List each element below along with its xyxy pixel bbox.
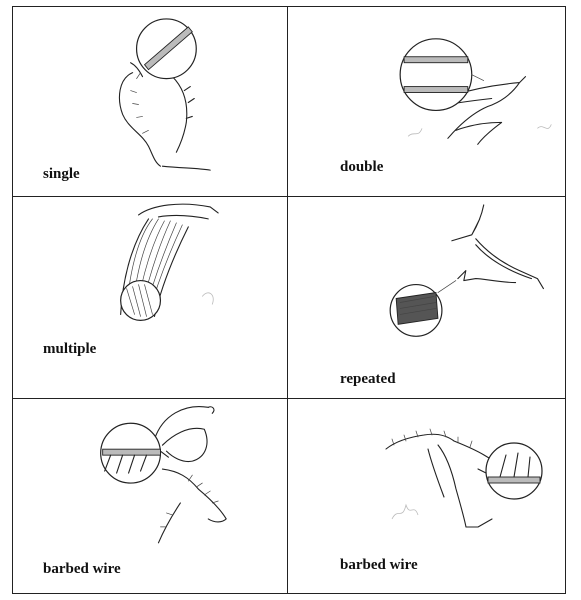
panel-repeated: repeated	[288, 197, 565, 399]
panel-label: barbed wire	[340, 557, 418, 574]
wire-mark-type-grid: single double multiple	[12, 6, 566, 594]
double-wire-illustration	[288, 7, 565, 196]
panel-barbed-wire-left: barbed wire	[13, 399, 288, 593]
panel-label: repeated	[340, 371, 396, 388]
panel-label: barbed wire	[43, 561, 121, 578]
panel-double: double	[288, 7, 565, 197]
barbed-wire-illustration-right	[288, 399, 565, 593]
panel-label: multiple	[43, 341, 96, 358]
multiple-wire-illustration	[13, 197, 287, 398]
panel-barbed-wire-right: barbed wire	[288, 399, 565, 593]
repeated-wire-illustration	[288, 197, 565, 398]
panel-label: single	[43, 166, 80, 183]
panel-single: single	[13, 7, 288, 197]
panel-multiple: multiple	[13, 197, 288, 399]
panel-label: double	[340, 159, 383, 176]
